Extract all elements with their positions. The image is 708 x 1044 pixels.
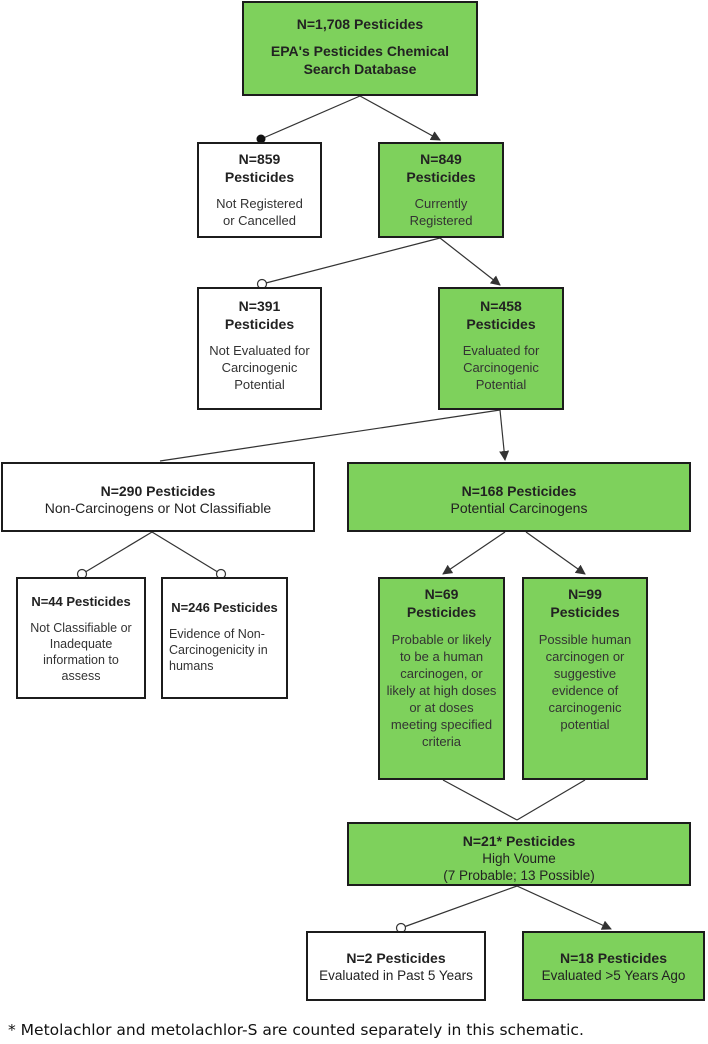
connector-registered-to-not-evaluated [261, 237, 441, 285]
connector-non-carcinogens-to-not-classifiable [81, 531, 153, 575]
node-title: N=1,708 Pesticides [296, 16, 424, 32]
potential-carcinogens-node: N=168 Pesticides Potential Carcinogens [347, 462, 691, 532]
node-title: N=168 Pesticides [461, 483, 577, 499]
node-description: Currently Registered [409, 196, 473, 228]
node-title: N=246 Pesticides [171, 600, 278, 615]
root-node: N=1,708 Pesticides EPA's Pesticides Chem… [242, 1, 478, 96]
footnote: * Metolachlor and metolachlor-S are coun… [8, 1021, 584, 1039]
node-title: N=18 Pesticides [559, 950, 667, 966]
connector-root-to-registered [359, 95, 441, 141]
over-5-years-node: N=18 Pesticides Evaluated >5 Years Ago [522, 931, 705, 1001]
connector-possible-to-high-volume [516, 779, 586, 821]
past-5-years-node: N=2 Pesticides Evaluated in Past 5 Years [306, 931, 486, 1001]
node-description: Not Registered or Cancelled [216, 196, 303, 228]
node-description: Non-Carcinogens or Not Classifiable [44, 500, 272, 516]
filled-dot-marker [256, 134, 266, 144]
connector-potential-to-possible [525, 531, 586, 575]
node-description: Possible human carcinogen or suggestive … [538, 632, 632, 732]
node-description: Evaluated >5 Years Ago [541, 968, 686, 983]
node-title: N=290 Pesticides [100, 483, 216, 499]
non-carcinogenicity-node: N=246 Pesticides Evidence of Non-Carcino… [161, 577, 288, 699]
connector-evaluated-to-potential [499, 409, 510, 461]
node-description: Probable or likely to be a human carcino… [386, 632, 497, 749]
connector-potential-to-probable [442, 531, 506, 575]
node-description-detail: (7 Probable; 13 Possible) [443, 868, 595, 883]
node-description: Potential Carcinogens [450, 500, 588, 516]
node-title: N=21* Pesticides [462, 833, 576, 849]
connector-evaluated-to-non-carcinogens [159, 409, 501, 462]
node-description: Evidence of Non-Carcinogenicity in human… [169, 627, 268, 673]
node-title: N=44 Pesticides [31, 594, 131, 609]
connector-high-volume-to-past-5-years [400, 885, 518, 929]
node-description: Evaluated in Past 5 Years [319, 968, 473, 983]
high-volume-node: N=21* Pesticides High Voume (7 Probable;… [347, 822, 691, 886]
node-description: Evaluated for Carcinogenic Potential [462, 343, 540, 392]
connector-non-carcinogens-to-non-carcinogenicity [151, 531, 222, 575]
node-title: N=2 Pesticides [346, 950, 446, 966]
connector-high-volume-to-over-5-years [516, 885, 612, 930]
connector-root-to-not-registered [260, 95, 361, 140]
node-description: High Voume [482, 851, 556, 866]
connector-registered-to-evaluated [439, 237, 501, 286]
non-carcinogens-node: N=290 Pesticides Non-Carcinogens or Not … [1, 462, 315, 532]
node-description: EPA's Pesticides Chemical Search Databas… [270, 43, 450, 77]
node-description: Not Classifiable or Inadequate informati… [30, 621, 132, 683]
connector-probable-to-high-volume [442, 779, 518, 821]
node-description: Not Evaluated for Carcinogenic Potential [209, 343, 310, 392]
not-classifiable-node: N=44 Pesticides Not Classifiable or Inad… [16, 577, 146, 699]
